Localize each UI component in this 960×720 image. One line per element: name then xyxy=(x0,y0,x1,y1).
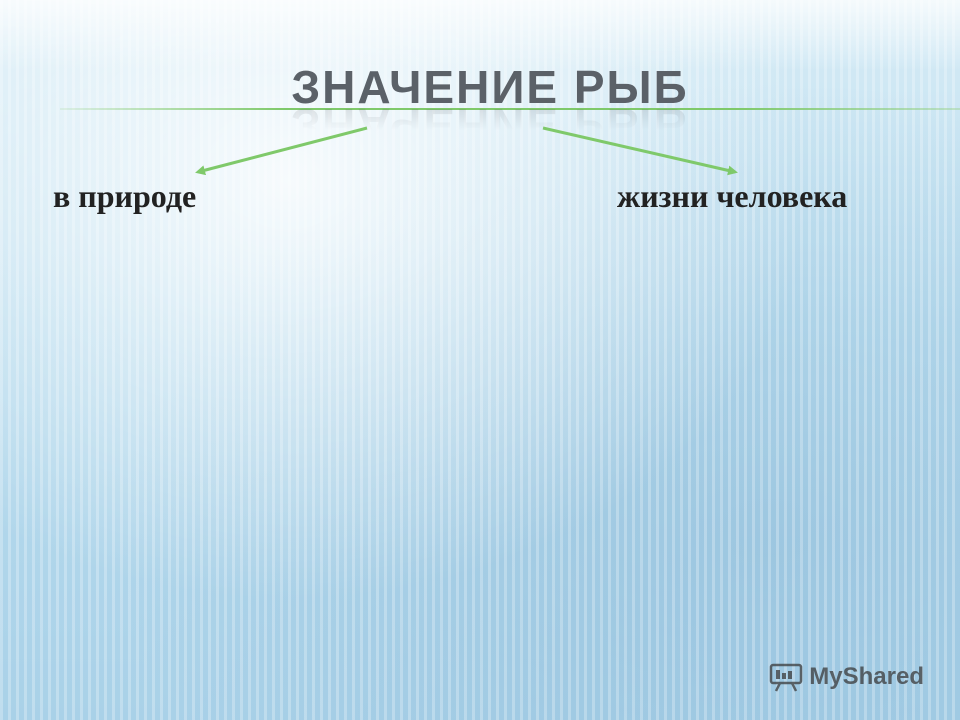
branch-label-human-life: жизни человека xyxy=(617,178,848,214)
slide-title: ЗНАЧЕНИЕ РЫБ xyxy=(291,61,689,113)
title-underline xyxy=(60,108,960,110)
watermark-text: MyShared xyxy=(809,663,924,690)
slide-title-reflection: ЗНАЧЕНИЕ РЫБ xyxy=(291,99,689,151)
presentation-board-icon xyxy=(770,663,803,692)
watermark: MyShared xyxy=(769,662,924,692)
branch-label-nature: в природе xyxy=(53,178,197,214)
top-haze xyxy=(0,0,960,70)
title-block: ЗНАЧЕНИЕ РЫБ ЗНАЧЕНИЕ РЫБ xyxy=(280,62,700,152)
